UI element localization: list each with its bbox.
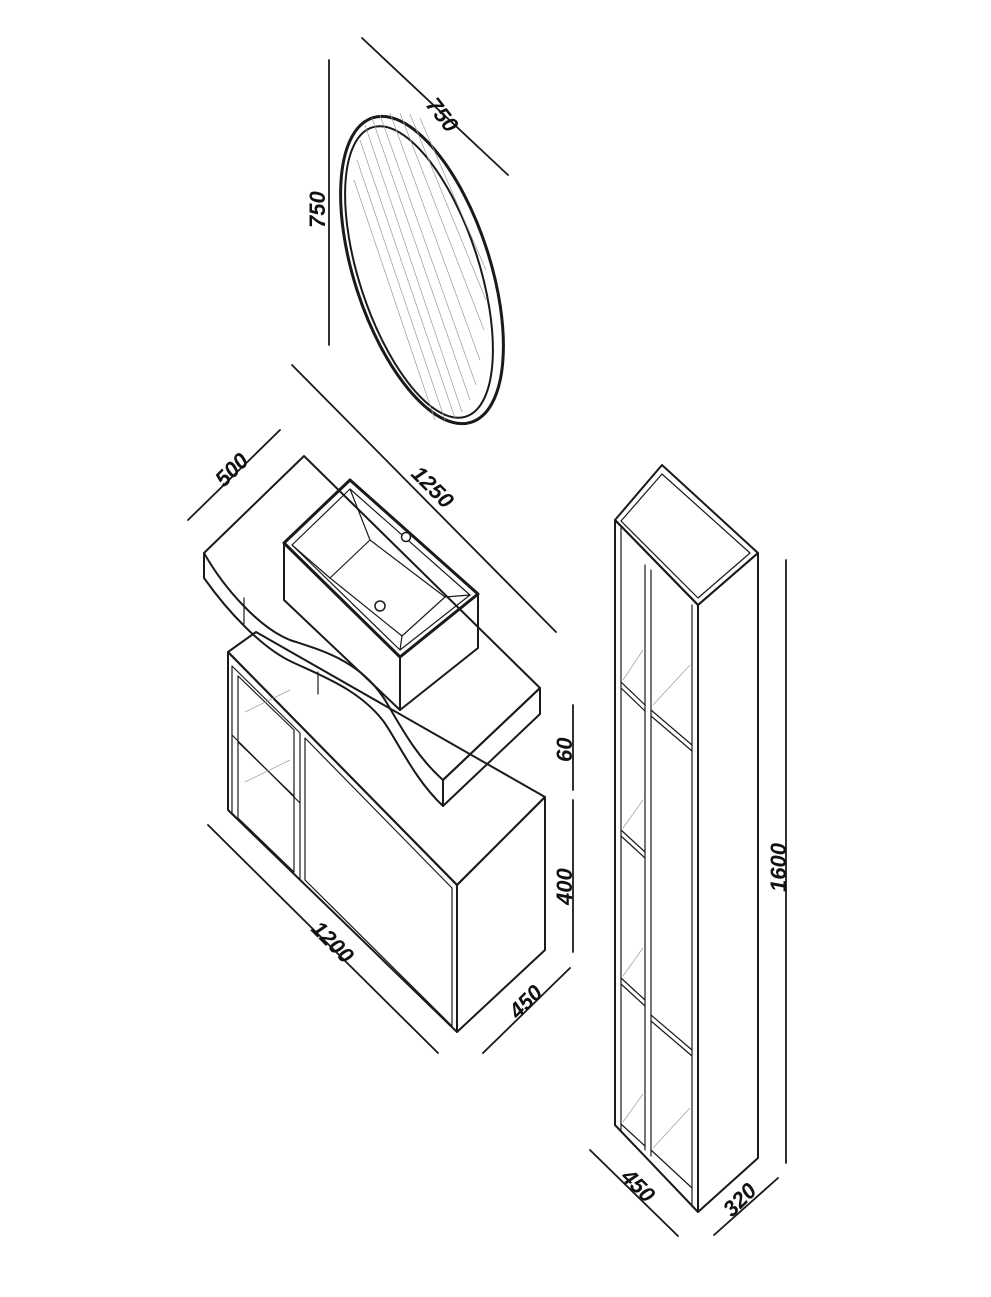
basin-front-wall (283, 542, 401, 711)
wavy-countertop (203, 455, 541, 807)
countertop-top-face (203, 455, 541, 781)
top-depth-dimension: 500 (187, 429, 281, 521)
basin-rim-outer (282, 478, 480, 659)
cabinet-height-label: 400 (552, 868, 577, 906)
cabinet-depth-label: 450 (503, 979, 548, 1024)
basin-side-wall (399, 593, 479, 711)
column-height-label: 1600 (766, 842, 791, 892)
cabinet-depth-dimension: 450 (482, 967, 571, 1054)
mirror-reflection-lines (353, 112, 487, 421)
cabinet-side-face (456, 796, 546, 1033)
cabinet-open-compartment (231, 665, 301, 881)
drain-icon (374, 600, 386, 612)
vessel-basin (282, 478, 480, 711)
countertop-side-edge (442, 687, 541, 807)
cabinet-shelf-edge (237, 741, 295, 797)
top-depth-label: 500 (210, 447, 254, 491)
tap-hole-icon (400, 531, 412, 543)
column-height-dimension: 1600 (766, 559, 791, 1164)
basin-bowl-floor (329, 539, 446, 637)
top-length-label: 1250 (406, 461, 459, 514)
column-top-face (614, 464, 759, 606)
top-thickness-label: 60 (552, 737, 577, 762)
countertop-front-edge (203, 552, 444, 807)
column-top-inner (620, 473, 751, 599)
column-depth-dimension: 320 (713, 1177, 779, 1236)
tall-column-unit (614, 464, 759, 1213)
cabinet-height-dimension: 400 (552, 799, 577, 953)
base-cabinet (227, 631, 546, 1033)
mirror-width-dimension: 750 (361, 37, 509, 176)
round-mirror (339, 112, 505, 426)
column-width-label: 450 (616, 1163, 661, 1208)
cabinet-width-label: 1200 (306, 916, 359, 969)
cabinet-top-face (227, 631, 546, 886)
mirror-height-dimension: 750 (305, 59, 330, 346)
mirror-height-label: 750 (305, 191, 330, 228)
column-side-face (697, 552, 759, 1213)
mirror-glass-edge (344, 125, 494, 419)
column-front-face (614, 519, 699, 1213)
cabinet-door[interactable] (304, 737, 453, 1027)
column-depth-label: 320 (718, 1177, 762, 1221)
column-shelves (620, 681, 693, 1189)
top-thickness-dimension: 60 (552, 704, 577, 791)
mirror-frame-outer (339, 114, 505, 426)
cabinet-compartment-inner (237, 675, 295, 873)
basin-rim-inner (291, 488, 471, 651)
cabinet-width-dimension: 1200 (207, 824, 439, 1054)
